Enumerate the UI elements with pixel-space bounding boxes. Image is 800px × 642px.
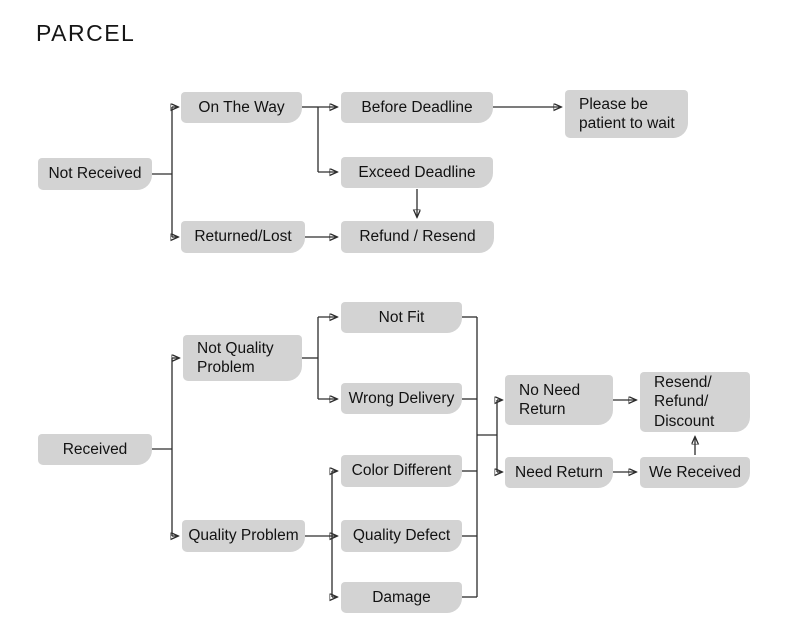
- node-on-the-way: On The Way: [181, 92, 302, 123]
- node-color-different: Color Different: [341, 455, 462, 487]
- node-not-fit: Not Fit: [341, 302, 462, 333]
- node-need-return: Need Return: [505, 457, 613, 488]
- node-no-need-return: No Need Return: [505, 375, 613, 425]
- page-title: PARCEL: [36, 20, 136, 46]
- node-received: Received: [38, 434, 152, 465]
- node-please-wait: Please be patient to wait: [565, 90, 688, 138]
- node-before-deadline: Before Deadline: [341, 92, 493, 123]
- node-damage: Damage: [341, 582, 462, 613]
- node-we-received: We Received: [640, 457, 750, 488]
- node-quality-problem: Quality Problem: [182, 520, 305, 552]
- node-returned-lost: Returned/Lost: [181, 221, 305, 253]
- node-refund-resend: Refund / Resend: [341, 221, 494, 253]
- node-wrong-delivery: Wrong Delivery: [341, 383, 462, 414]
- node-resend-refund-discount: Resend/ Refund/ Discount: [640, 372, 750, 432]
- node-not-received: Not Received: [38, 158, 152, 190]
- node-quality-defect: Quality Defect: [341, 520, 462, 552]
- node-not-quality-problem: Not Quality Problem: [183, 335, 302, 381]
- node-exceed-deadline: Exceed Deadline: [341, 157, 493, 188]
